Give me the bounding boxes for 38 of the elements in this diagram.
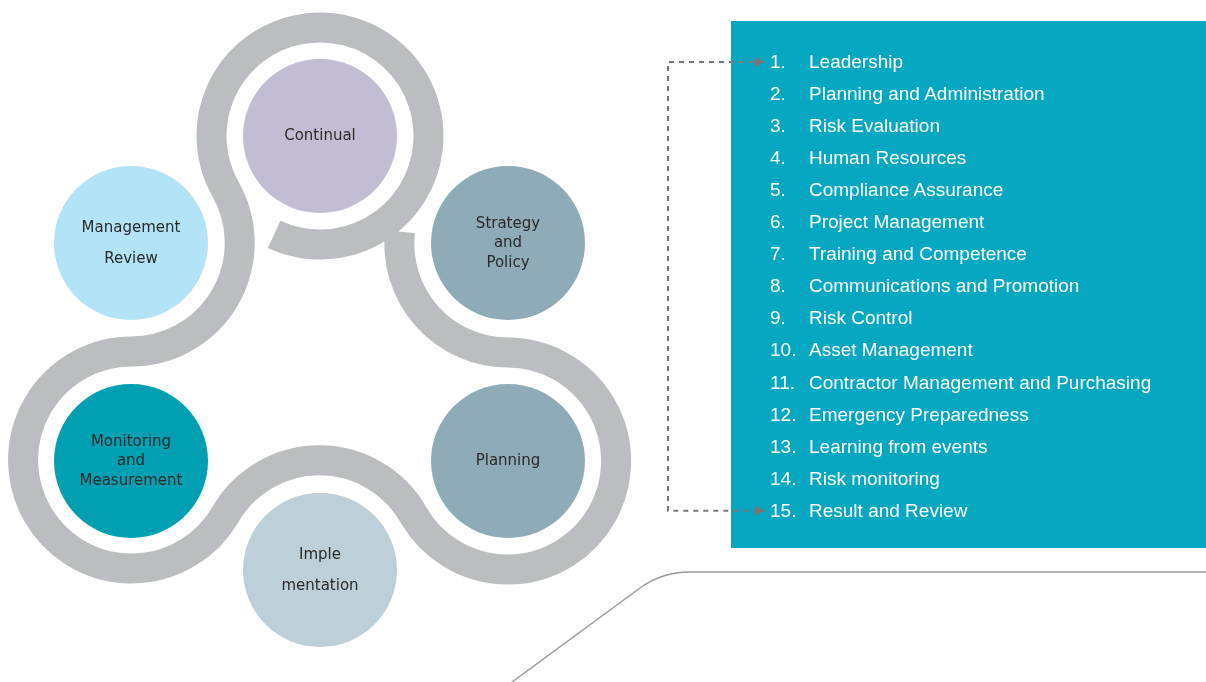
stage-label: Monitoring and Measurement bbox=[78, 431, 184, 491]
item-number: 11. bbox=[770, 371, 796, 394]
stage-label: Imple mentation bbox=[280, 543, 360, 596]
item-label: Emergency Preparedness bbox=[809, 403, 1029, 426]
item-label: Risk Control bbox=[809, 307, 913, 330]
item-number: 5. bbox=[770, 179, 787, 202]
item-label: Human Resources bbox=[809, 147, 967, 170]
item-label: Project Management bbox=[809, 211, 985, 234]
item-label: Risk Evaluation bbox=[809, 115, 940, 138]
item-label: Communications and Promotion bbox=[809, 275, 1080, 298]
item-number: 2. bbox=[770, 83, 787, 106]
item-number: 6. bbox=[770, 211, 787, 234]
list-panel bbox=[731, 21, 1206, 548]
item-label: Result and Review bbox=[809, 499, 968, 522]
item-number: 4. bbox=[770, 147, 787, 170]
item-number: 13. bbox=[770, 435, 798, 458]
item-number: 10. bbox=[770, 339, 798, 362]
stage-label: Planning bbox=[475, 451, 541, 471]
item-label: Risk monitoring bbox=[809, 467, 940, 490]
item-label: Training and Competence bbox=[809, 243, 1027, 266]
item-number: 9. bbox=[770, 307, 787, 330]
stage-label: Management Review bbox=[80, 216, 182, 269]
item-number: 15. bbox=[770, 499, 798, 522]
item-label: Compliance Assurance bbox=[809, 179, 1004, 202]
item-label: Asset Management bbox=[809, 339, 973, 362]
item-label: Leadership bbox=[809, 51, 904, 73]
item-number: 14. bbox=[770, 467, 798, 490]
item-number: 3. bbox=[770, 115, 787, 138]
item-number: 7. bbox=[770, 243, 787, 266]
item-number: 8. bbox=[770, 275, 787, 298]
item-label: Contractor Management and Purchasing bbox=[809, 371, 1152, 394]
item-label: Learning from events bbox=[809, 435, 988, 458]
item-label: Planning and Administration bbox=[809, 83, 1045, 106]
stage-label: Continual bbox=[284, 126, 356, 146]
item-number: 12. bbox=[770, 403, 798, 426]
dashed-arrow bbox=[667, 57, 765, 516]
item-number: 1. bbox=[770, 51, 787, 73]
stage-label: Strategy and Policy bbox=[474, 213, 542, 273]
